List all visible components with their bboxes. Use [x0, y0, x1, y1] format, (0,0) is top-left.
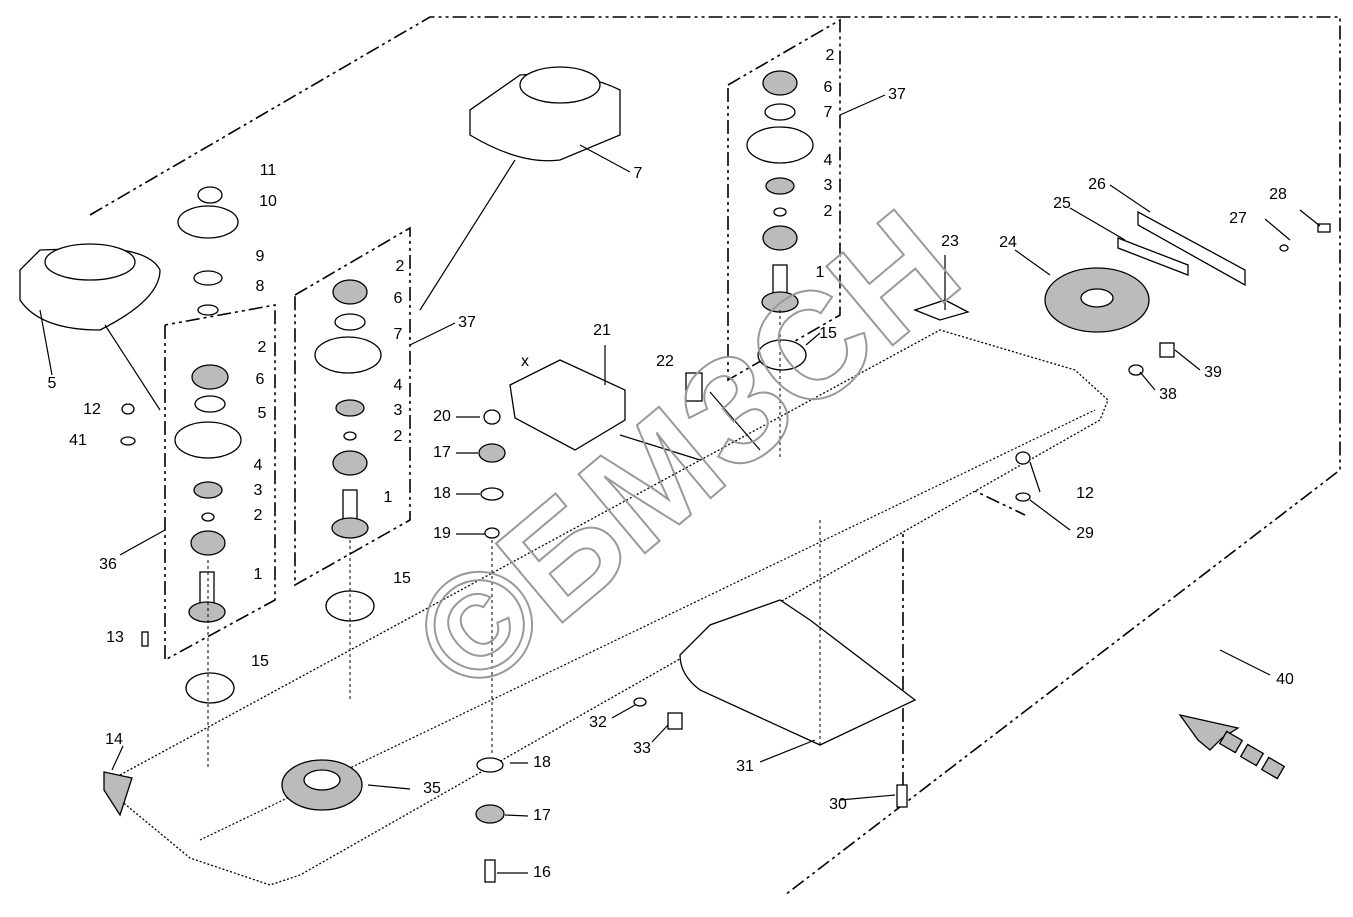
part-label: 21 [593, 322, 611, 339]
part-label: 15 [251, 653, 269, 670]
part-label: 24 [999, 234, 1017, 251]
part-label: 4 [394, 377, 403, 394]
part-label: 15 [393, 570, 411, 587]
part-label: 32 [589, 714, 607, 731]
part-label: 14 [105, 731, 123, 748]
part-label: 13 [106, 629, 124, 646]
part-label: 18 [433, 485, 451, 502]
part-label: 6 [824, 79, 833, 96]
right-bearing-stack [679, 70, 1331, 808]
part-label: 25 [1053, 195, 1071, 212]
part-labels: 11 10 9 8 2 6 5 4 3 2 1 5 12 41 36 13 15… [48, 47, 1294, 881]
part-label: 40 [1276, 671, 1294, 688]
middle-bearing-stack [314, 66, 703, 883]
part-label: 8 [256, 278, 265, 295]
part-label: 2 [394, 428, 403, 445]
part-label: 33 [633, 740, 651, 757]
part-label: 20 [433, 408, 451, 425]
part-label: 29 [1076, 525, 1094, 542]
part-label: 17 [533, 807, 551, 824]
part-label: 6 [256, 371, 265, 388]
part-label: 39 [1204, 364, 1222, 381]
part-label: 36 [99, 556, 117, 573]
part-label: 2 [258, 339, 267, 356]
part-label: 2 [826, 47, 835, 64]
part-label: 4 [254, 457, 263, 474]
part-label: 12 [83, 401, 101, 418]
part-label: 37 [458, 314, 476, 331]
part-label: 7 [634, 165, 643, 182]
part-label: 5 [48, 375, 57, 392]
leader-lines [39, 94, 1321, 874]
part-label: 10 [259, 193, 277, 210]
part-label: 4 [824, 152, 833, 169]
part-label: 7 [394, 326, 403, 343]
part-label: 23 [941, 233, 959, 250]
part-label: 1 [816, 264, 825, 281]
part-label: 6 [394, 290, 403, 307]
part-label: 2 [254, 507, 263, 524]
part-label: 26 [1088, 176, 1106, 193]
direction-arrow-icon [1178, 713, 1286, 780]
part-label: 17 [433, 444, 451, 461]
part-label: 27 [1229, 210, 1247, 227]
dimension-label: x [521, 353, 529, 370]
center-lines [207, 310, 821, 770]
part-label: 41 [69, 432, 87, 449]
part-label: 11 [260, 162, 277, 179]
part-label: 3 [254, 482, 263, 499]
part-label: 1 [254, 566, 263, 583]
part-label: 28 [1269, 186, 1287, 203]
part-label: 37 [888, 86, 906, 103]
part-label: 5 [258, 405, 267, 422]
part-label: 7 [824, 104, 833, 121]
part-label: 3 [824, 177, 833, 194]
part-label: 18 [533, 754, 551, 771]
part-label: 1 [384, 489, 393, 506]
part-label: 19 [433, 525, 451, 542]
part-label: 9 [256, 248, 265, 265]
part-label: 2 [396, 258, 405, 275]
part-label: 16 [533, 864, 551, 881]
part-label: 30 [829, 796, 847, 813]
left-bearing-stack [19, 186, 363, 817]
part-label: 35 [423, 780, 441, 797]
part-label: 22 [656, 353, 674, 370]
part-label: 15 [819, 325, 837, 342]
part-label: 38 [1159, 386, 1177, 403]
part-label: 3 [394, 402, 403, 419]
part-label: 2 [824, 203, 833, 220]
part-label: 12 [1076, 485, 1094, 502]
part-label: 31 [736, 758, 754, 775]
